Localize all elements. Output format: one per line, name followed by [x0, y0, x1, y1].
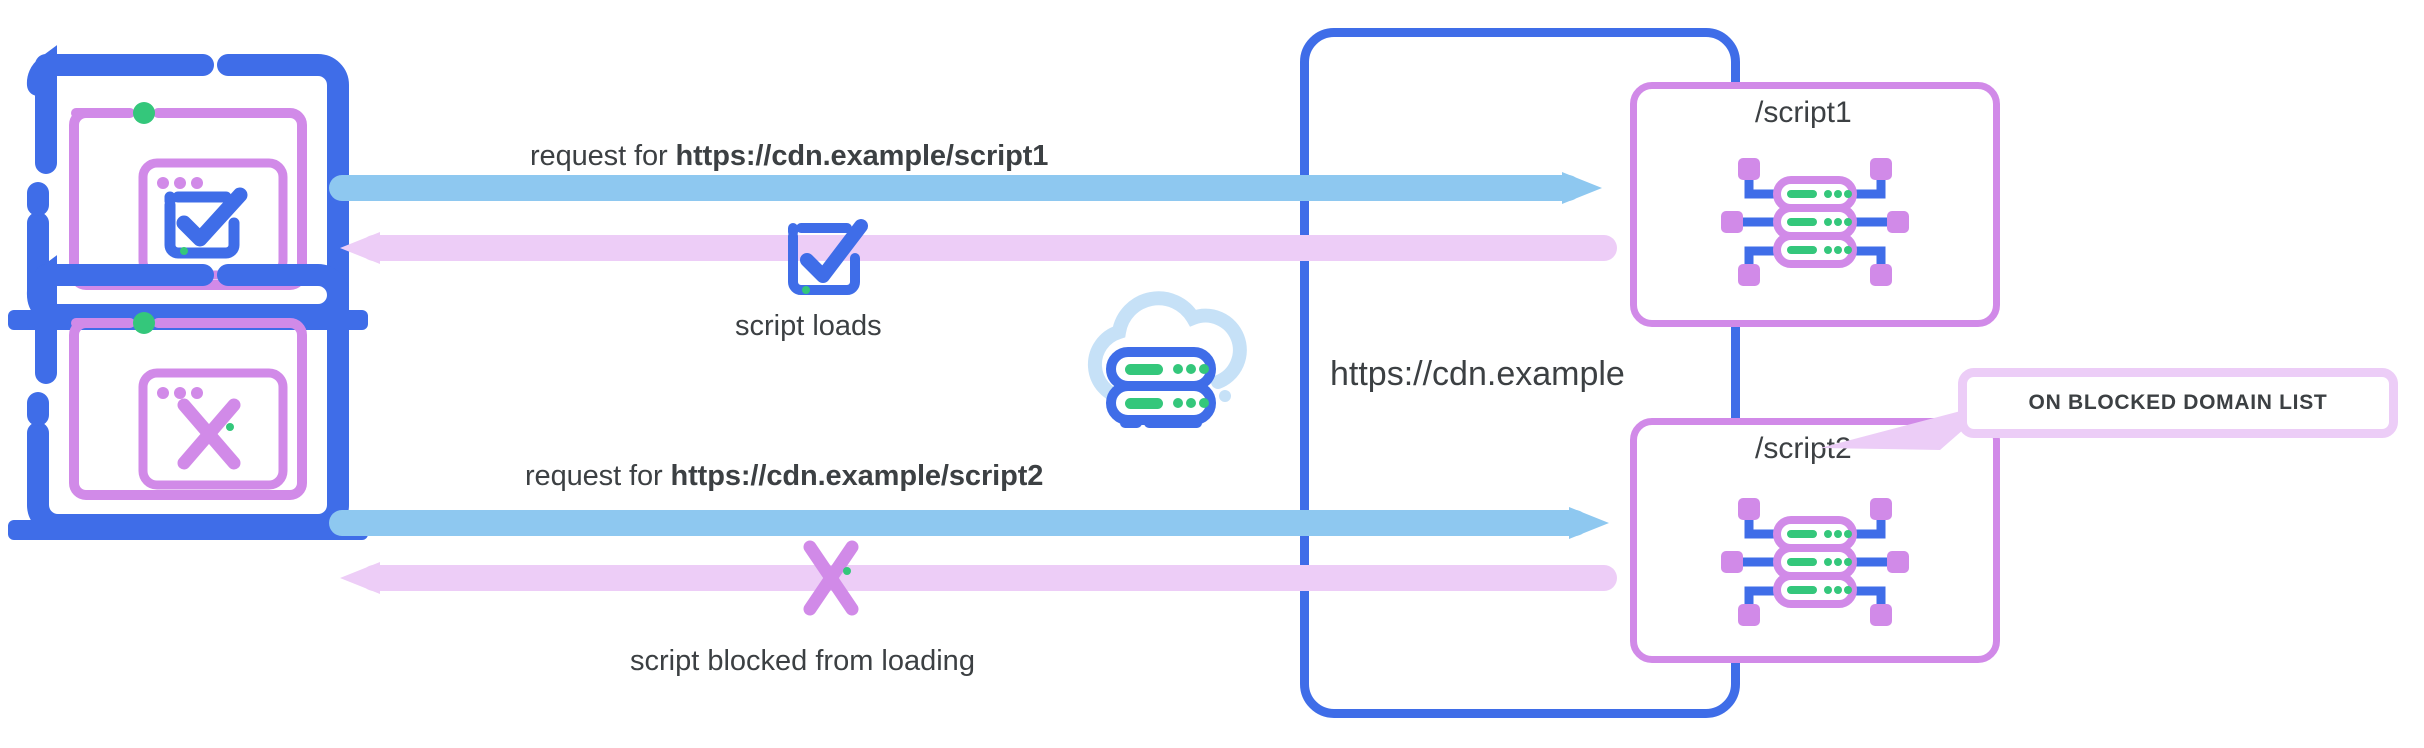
status-label-row2: script blocked from loading [630, 645, 975, 677]
request-url-row1: https://cdn.example/script1 [675, 140, 1049, 172]
cloud-server-icon [1087, 291, 1247, 428]
request-prefix-row2: request for [525, 460, 671, 492]
response-arrow-row2 [340, 562, 1617, 594]
cdn-domain-label: https://cdn.example [1330, 355, 1625, 393]
server-rack-icon-row1 [1721, 158, 1909, 286]
laptop-base-row2 [8, 520, 368, 540]
request-prefix-row1: request for [530, 140, 676, 172]
blocked-domain-callout: ON BLOCKED DOMAIN LIST [1958, 368, 2398, 438]
script1-label: /script1 [1755, 96, 1852, 129]
cross-icon-row2 [803, 540, 859, 616]
checkmark-icon-row1 [788, 219, 868, 295]
callout-text: ON BLOCKED DOMAIN LIST [2028, 391, 2328, 414]
server-rack-icon-row2 [1721, 498, 1909, 626]
request-label-row2: request for https://cdn.example/script2 [525, 460, 1043, 493]
status-label-row1: script loads [735, 310, 882, 342]
script2-label: /script2 [1755, 432, 1852, 465]
callout-tail [1820, 402, 1995, 450]
request-label-row1: request for https://cdn.example/script1 [530, 140, 1048, 173]
request-arrow-row1 [329, 172, 1602, 204]
cdn-container-box [1300, 28, 1740, 718]
response-arrow-row1 [340, 232, 1617, 264]
laptop-icon-row2 [26, 255, 349, 536]
request-arrow-row2 [329, 507, 1609, 539]
request-url-row2: https://cdn.example/script2 [670, 460, 1044, 492]
